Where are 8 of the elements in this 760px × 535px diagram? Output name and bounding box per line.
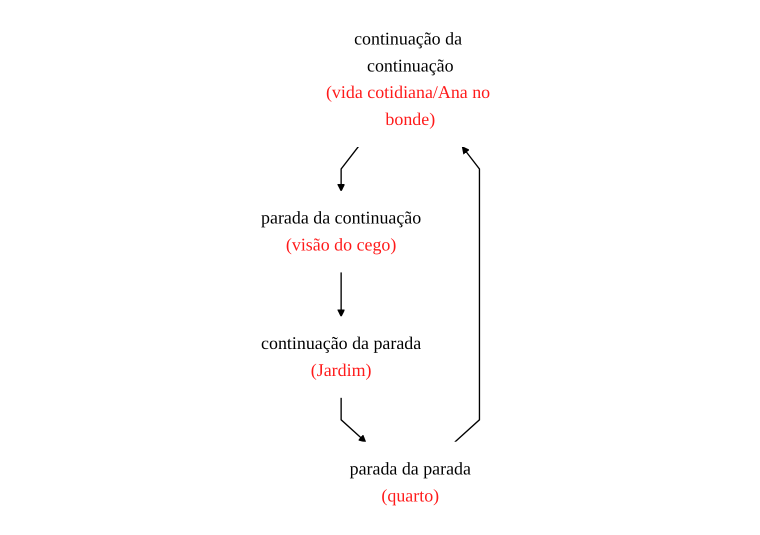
node-text: parada da continuação (visão do cego) — [260, 208, 421, 255]
arrow — [454, 146, 480, 443]
node-text: continuação da continuação (vida cotidiana/Ana no bonde) — [325, 29, 490, 130]
node-text: continuação da parada (Jardim) — [260, 334, 421, 380]
arrow — [340, 397, 366, 443]
arrow — [336, 146, 358, 192]
arrow — [336, 272, 345, 318]
node-text: parada da parada (quarto) — [349, 459, 471, 506]
